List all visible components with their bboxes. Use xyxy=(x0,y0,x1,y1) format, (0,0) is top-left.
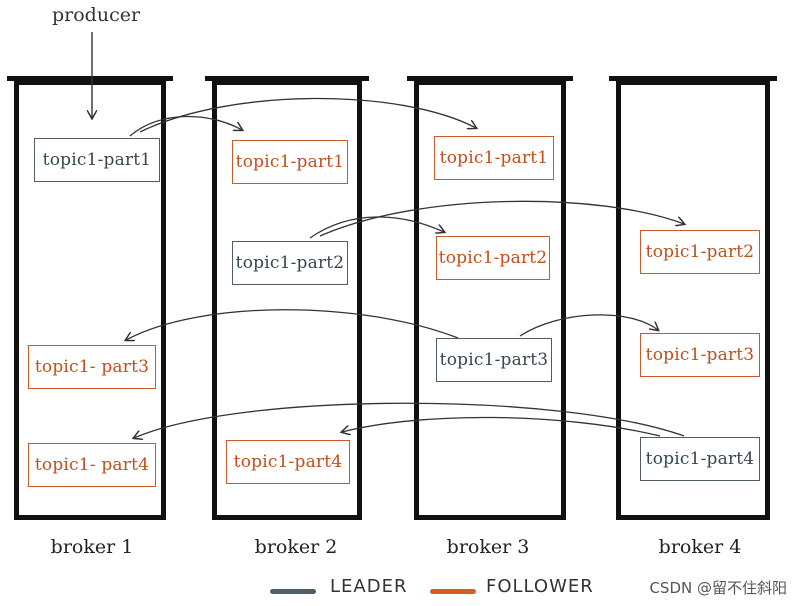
legend-follower-label: FOLLOWER xyxy=(486,576,594,597)
broker-3-label: broker 3 xyxy=(446,536,530,558)
broker-1-box xyxy=(7,76,173,520)
broker-2-box xyxy=(205,76,369,520)
broker-3-partition-1-follower: topic1-part1 xyxy=(434,136,554,180)
legend-leader-swatch xyxy=(270,589,316,594)
broker-4-box xyxy=(609,76,777,520)
broker-1-label: broker 1 xyxy=(50,536,134,558)
broker-2-partition-1-follower: topic1-part1 xyxy=(232,140,348,184)
broker-4-label: broker 4 xyxy=(658,536,742,558)
legend-follower-swatch xyxy=(430,589,476,594)
broker-2-label: broker 2 xyxy=(254,536,338,558)
broker-3-partition-2-follower: topic1-part2 xyxy=(436,236,550,280)
broker-2-partition-2-leader: topic1-part2 xyxy=(232,241,348,285)
broker-2-partition-4-follower: topic1-part4 xyxy=(226,440,350,484)
producer-label: producer xyxy=(52,4,141,26)
broker-1-partition-3-follower: topic1- part3 xyxy=(28,345,156,389)
broker-3-partition-3-leader: topic1-part3 xyxy=(436,338,552,382)
csdn-watermark: CSDN @留不住斜阳 xyxy=(649,579,787,597)
broker-1-partition-4-follower: topic1- part4 xyxy=(28,443,156,487)
broker-4-partition-2-follower: topic1-part2 xyxy=(640,230,760,274)
broker-4-partition-4-leader: topic1-part4 xyxy=(640,437,760,481)
broker-3-box xyxy=(407,76,573,520)
broker-1-partition-1-leader: topic1-part1 xyxy=(34,138,160,182)
legend-leader-label: LEADER xyxy=(330,576,408,597)
broker-4-partition-3-follower: topic1-part3 xyxy=(640,333,760,377)
